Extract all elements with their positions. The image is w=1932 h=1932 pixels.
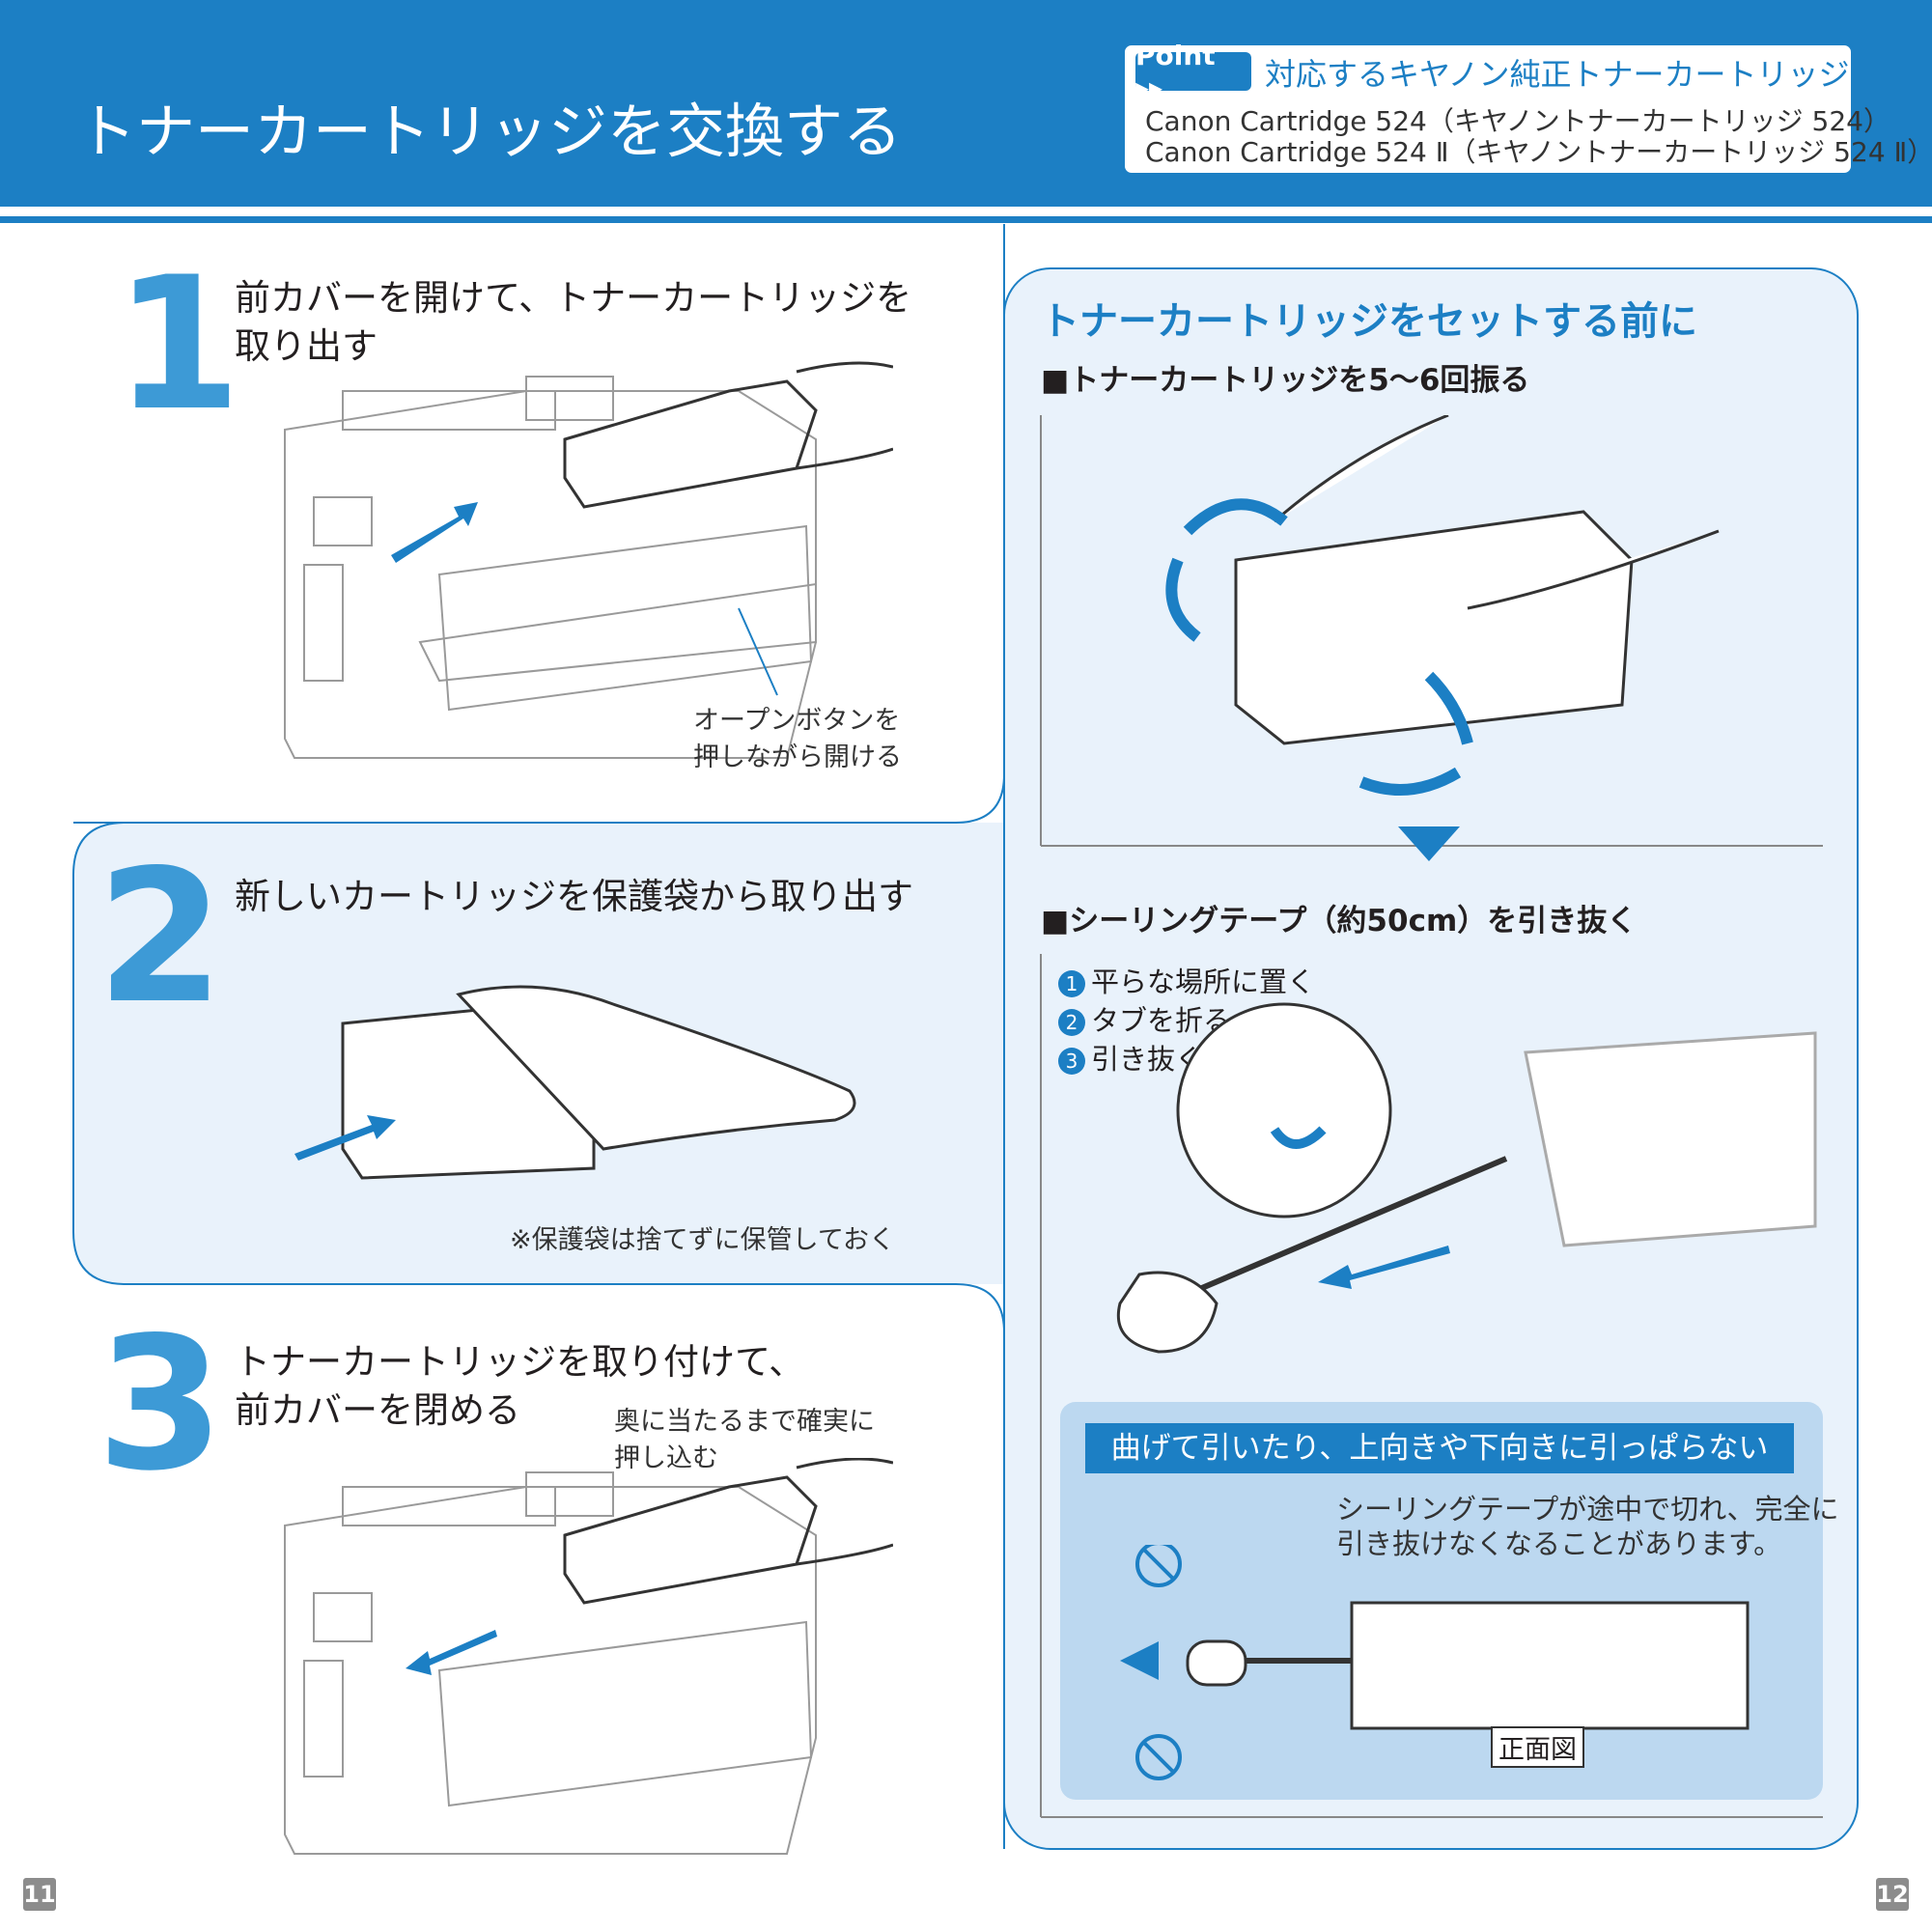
point-title: 対応するキヤノン純正トナーカートリッジ — [1265, 56, 1850, 93]
step-3-callout-line1: 奥に当たるまで確実に — [614, 1407, 875, 1437]
step-3-callout-line2: 押し込む — [614, 1443, 718, 1473]
page-title: トナーカートリッジを交換する — [77, 98, 903, 166]
shake-cartridge-illustration — [1165, 415, 1720, 796]
warning-title: 曲げて引いたり、上向きや下向きに引っぱらない — [1085, 1423, 1794, 1473]
header-divider — [0, 216, 1932, 223]
step-2-note: ※保護袋は捨てずに保管しておく — [510, 1225, 896, 1255]
step-3-text-line1: トナーカートリッジを取り付けて、 — [235, 1341, 805, 1383]
step-1-callout-line1: オープンボタンを — [693, 706, 901, 736]
tape-heading: ■シーリングテープ（約50cm）を引き抜く — [1041, 904, 1638, 938]
step-3-number: 3 — [97, 1298, 225, 1511]
step-3-text-line2: 前カバーを閉める — [235, 1389, 520, 1431]
printer-illustration-install — [284, 1458, 893, 1855]
step-number-badge: 1 — [1058, 970, 1085, 997]
tape-step-2-label: タブを折る — [1091, 1004, 1232, 1037]
front-view-label: 正面図 — [1491, 1726, 1584, 1768]
before-setting-title: トナーカートリッジをセットする前に — [1041, 299, 1697, 344]
point-line-1: Canon Cartridge 524（キヤノントナーカートリッジ 524） — [1145, 105, 1890, 137]
printer-illustration-remove — [284, 361, 893, 759]
page-number-right: 12 — [1876, 1878, 1909, 1911]
step-2-text-line1: 新しいカートリッジを保護袋から取り出す — [235, 876, 913, 917]
cartridge-bag-illustration — [294, 985, 856, 1180]
step-number-badge: 3 — [1058, 1048, 1085, 1075]
front-view-illustration — [1120, 1545, 1750, 1780]
page-number-left: 11 — [23, 1878, 56, 1911]
point-line-2: Canon Cartridge 524 Ⅱ（キヤノントナーカートリッジ 524 … — [1145, 136, 1932, 168]
sealing-tape-illustration — [1116, 1002, 1817, 1354]
step-1-text-line1: 前カバーを開けて、トナーカートリッジを — [235, 277, 912, 319]
step-2-number: 2 — [97, 830, 225, 1044]
step-1-number: 1 — [114, 238, 242, 451]
warning-line-2: 引き抜けなくなることがあります。 — [1336, 1527, 1782, 1560]
shake-heading: ■トナーカートリッジを5～6回振る — [1041, 363, 1530, 398]
warning-line-1: シーリングテープが途中で切れ、完全に — [1336, 1493, 1839, 1526]
step-1-text-line2: 取り出す — [235, 325, 378, 367]
step-number-badge: 2 — [1058, 1009, 1085, 1036]
tape-step-1-label: 平らな場所に置く — [1091, 966, 1316, 998]
step-1-callout-line2: 押しながら開ける — [693, 742, 902, 772]
